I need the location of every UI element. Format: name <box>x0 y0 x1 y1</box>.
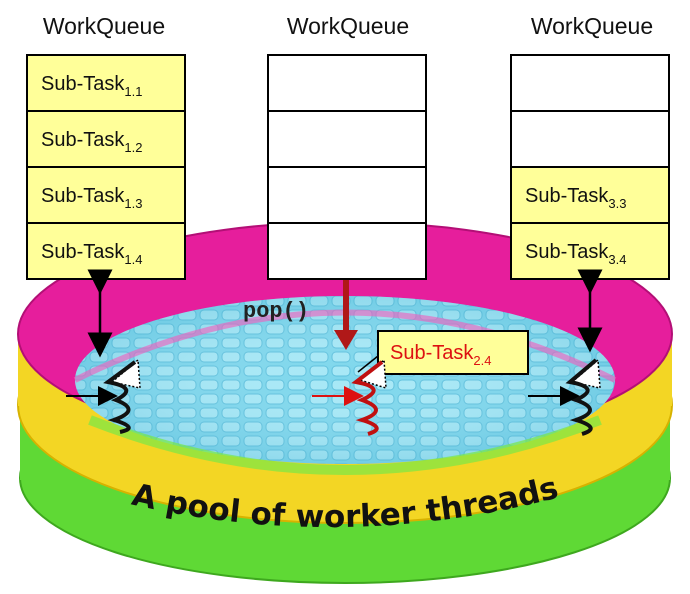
queue-2-empty-slot <box>267 110 427 168</box>
worker-thread-2 <box>312 358 387 436</box>
work-queues: Sub-Task1.1Sub-Task1.2Sub-Task1.3Sub-Tas… <box>26 54 670 280</box>
queue-2-empty-slot <box>267 166 427 224</box>
worker-thread-3 <box>528 358 601 436</box>
queue-3-task-label: Sub-Task3.4 <box>525 241 626 267</box>
worker-thread-1 <box>66 358 141 434</box>
queue-1-title: WorkQueue <box>43 13 165 39</box>
queue-1-task-label: Sub-Task1.3 <box>41 185 142 211</box>
pop-arrow-head <box>334 330 358 350</box>
queue-2-empty-slot <box>267 222 427 280</box>
queue-1-task-cell <box>26 110 186 168</box>
svg-text:Sub-Task2.4: Sub-Task2.4 <box>390 342 491 368</box>
queue-3-empty-slot <box>510 54 670 112</box>
popped-task: Sub-Task2.4 <box>357 330 529 375</box>
queue-2-empty-slot <box>267 54 427 112</box>
queue-3-task-label: Sub-Task3.3 <box>525 185 626 211</box>
queue-1-task-label: Sub-Task1.4 <box>41 241 142 267</box>
queue-3-task-cell <box>510 166 670 224</box>
popped-task-label: Sub-Task <box>390 342 474 364</box>
queue-1-task-cell <box>26 166 186 224</box>
queue-1-task-label: Sub-Task1.2 <box>41 129 142 155</box>
queue-3-title: WorkQueue <box>531 13 653 39</box>
pop-label: pop() <box>243 299 309 324</box>
queue-3-empty-slot <box>510 110 670 168</box>
queue-1-task-cell <box>26 54 186 112</box>
popped-task-index: 2.4 <box>473 353 491 368</box>
queue-1-task-label: Sub-Task1.1 <box>41 73 142 99</box>
queue-2-title: WorkQueue <box>287 13 409 39</box>
